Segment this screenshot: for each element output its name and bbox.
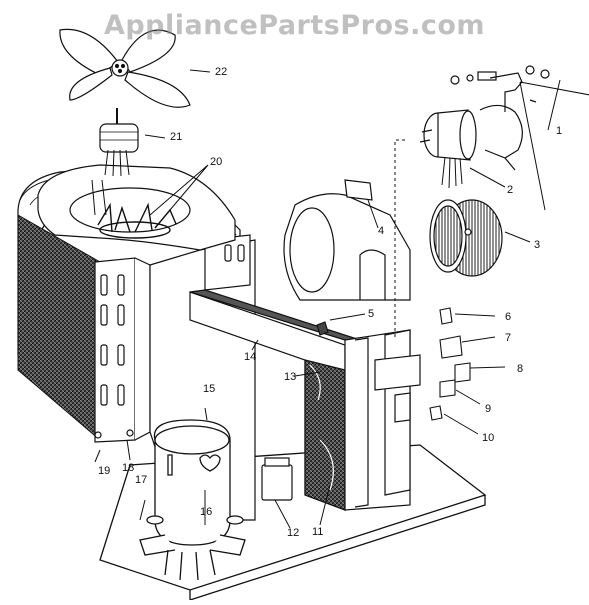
callout-5: 5 [368, 308, 374, 320]
callout-13: 13 [284, 371, 296, 383]
capacitor [261, 457, 293, 501]
blower-motor [419, 109, 477, 189]
callout-16: 16 [200, 506, 212, 518]
callout-1: 1 [556, 125, 562, 137]
callout-20: 20 [210, 156, 222, 168]
small-parts [316, 307, 471, 421]
callout-10: 10 [482, 432, 494, 444]
callout-3: 3 [534, 239, 540, 251]
coil-end-plate [94, 257, 151, 443]
top-cover [37, 164, 236, 251]
callout-18: 18 [122, 462, 134, 474]
electrical-panel [344, 329, 421, 511]
callout-21: 21 [170, 131, 182, 143]
compressor [139, 419, 246, 581]
leader-lines [94, 69, 589, 529]
callout-22: 22 [215, 66, 227, 78]
motor-mount [450, 65, 550, 171]
callout-17: 17 [135, 474, 147, 486]
callout-6: 6 [505, 311, 511, 323]
fan-blade [59, 28, 191, 108]
callout-8: 8 [517, 363, 523, 375]
callout-19: 19 [98, 465, 110, 477]
callout-12: 12 [287, 527, 299, 539]
fan-bracket [91, 179, 177, 239]
callout-11: 11 [312, 526, 323, 538]
callout-labels: 1 2 3 4 5 6 7 8 9 10 11 12 13 14 15 16 1… [98, 66, 562, 539]
blower-wheel [429, 199, 503, 277]
blower-housing [283, 179, 411, 301]
callout-2: 2 [507, 184, 513, 196]
callout-4: 4 [378, 225, 384, 237]
callout-7: 7 [505, 332, 511, 344]
fan-motor [99, 108, 139, 177]
callout-15: 15 [203, 383, 215, 395]
callout-14: 14 [244, 351, 256, 363]
callout-9: 9 [485, 403, 491, 415]
